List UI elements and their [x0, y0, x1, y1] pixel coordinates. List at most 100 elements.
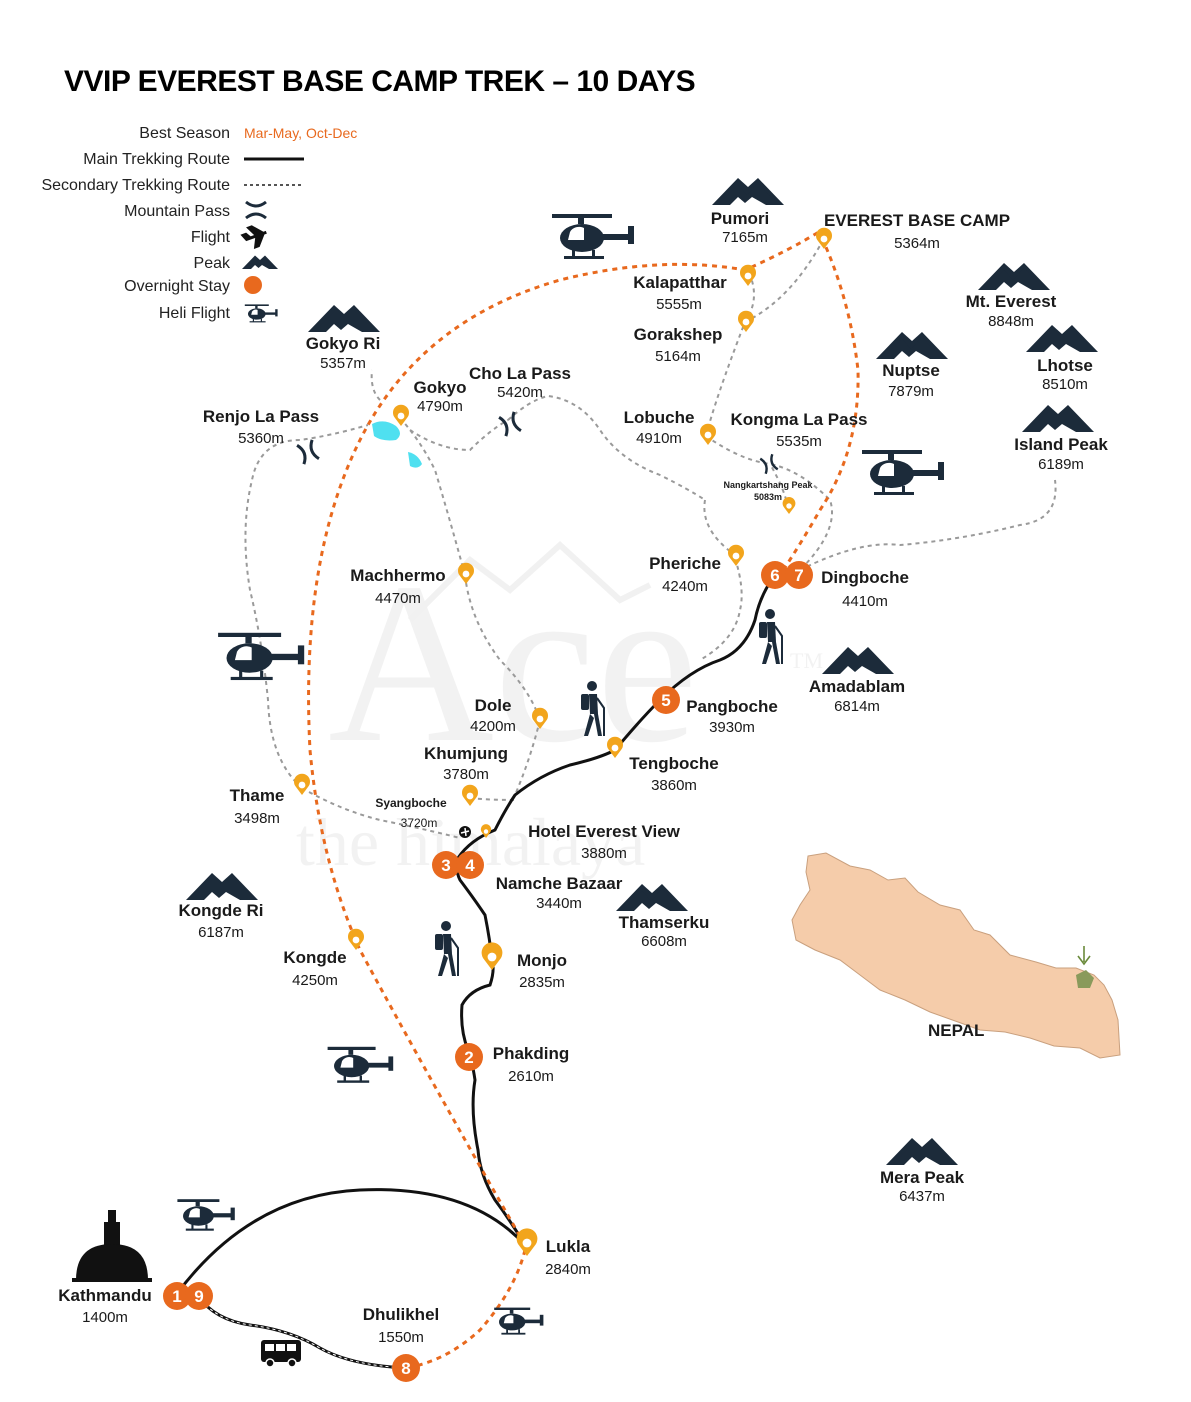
legend-heli-icon [244, 304, 278, 323]
cho-la-alt: 5420m [497, 384, 543, 401]
svg-text:3: 3 [441, 856, 450, 875]
amadablam-alt: 6814m [834, 698, 880, 715]
place-labels: Pumori 7165m EVEREST BASE CAMP 5364m Kal… [58, 209, 1108, 1346]
machhermo-name: Machhermo [350, 566, 445, 585]
heli-icon-kongde [327, 1046, 394, 1083]
svg-text:8: 8 [401, 1359, 410, 1378]
legend-overnight-label: Overnight Stay [124, 278, 230, 295]
svg-text:5: 5 [661, 691, 670, 710]
pangboche-alt: 3930m [709, 719, 755, 736]
gokyo-alt: 4790m [417, 398, 463, 415]
ebc-alt: 5364m [894, 235, 940, 252]
legend-plane-icon [240, 225, 267, 250]
heli-routes [307, 228, 860, 1370]
stay-badge-5: 5 [652, 686, 680, 714]
heli-icon-right [862, 450, 944, 495]
bus-icon [261, 1340, 301, 1368]
stay-badge-1: 1 [163, 1282, 191, 1310]
stupa-icon [72, 1210, 152, 1282]
khumjung-alt: 3780m [443, 766, 489, 783]
kongma-la-name: Kongma La Pass [731, 410, 868, 429]
phakding-name: Phakding [493, 1044, 570, 1063]
nuptse-peak-icon [876, 332, 948, 359]
svg-text:2: 2 [464, 1048, 473, 1067]
thamserku-alt: 6608m [641, 933, 687, 950]
hiker-icon-dingboche [758, 608, 783, 665]
airport-icon [459, 826, 471, 838]
gokyo-lake [372, 421, 400, 441]
legend: Best Season Mar-May, Oct-Dec Main Trekki… [41, 125, 357, 323]
nangkartshang-name: Nangkartshang Peak [723, 480, 813, 490]
everest-name: Mt. Everest [966, 292, 1057, 311]
nepal-label: NEPAL [928, 1021, 984, 1040]
stay-badge-3: 3 [432, 851, 460, 879]
lobuche-name: Lobuche [624, 408, 695, 427]
kongde-ri-alt: 6187m [198, 924, 244, 941]
pheriche-marker-icon [728, 539, 745, 566]
hotel-name: Hotel Everest View [528, 822, 681, 841]
pangboche-name: Pangboche [686, 697, 778, 716]
island-peak-name: Island Peak [1014, 435, 1108, 454]
lhotse-peak-icon [1026, 325, 1098, 352]
thame-name: Thame [230, 786, 285, 805]
dhulikhel-alt: 1550m [378, 1329, 424, 1346]
legend-best-season-label: Best Season [139, 125, 230, 142]
gokyo-lake-2 [408, 452, 422, 468]
pumori-name: Pumori [711, 209, 770, 228]
kongde-ri-peak-icon [186, 873, 258, 900]
renjo-la-name: Renjo La Pass [203, 407, 319, 426]
tengboche-alt: 3860m [651, 777, 697, 794]
cho-la-name: Cho La Pass [469, 364, 571, 383]
renjo-la-alt: 5360m [238, 430, 284, 447]
legend-overnight-icon [244, 276, 262, 294]
everest-alt: 8848m [988, 313, 1034, 330]
monjo-marker-icon [481, 934, 503, 970]
legend-peak-icon [242, 255, 278, 269]
region-arrow-icon [1077, 946, 1091, 966]
thame-marker-icon [294, 768, 311, 795]
kongma-la-pass-icon [759, 453, 779, 475]
page-title: VVIP EVEREST BASE CAMP TREK – 10 DAYS [64, 65, 695, 98]
monjo-alt: 2835m [519, 974, 565, 991]
legend-heli-label: Heli Flight [159, 305, 231, 322]
legend-main-route-label: Main Trekking Route [83, 151, 230, 168]
pheriche-alt: 4240m [662, 578, 708, 595]
dole-name: Dole [475, 696, 512, 715]
everest-peak-icon [978, 263, 1050, 290]
hotel-alt: 3880m [581, 845, 627, 862]
thamserku-peak-icon [616, 884, 688, 911]
nuptse-alt: 7879m [888, 383, 934, 400]
gorakshep-alt: 5164m [655, 348, 701, 365]
svg-text:9: 9 [194, 1287, 203, 1306]
dole-alt: 4200m [470, 718, 516, 735]
lobuche-alt: 4910m [636, 430, 682, 447]
machhermo-alt: 4470m [375, 590, 421, 607]
mera-peak-icon [886, 1138, 958, 1165]
heli-icon-ktm [177, 1199, 235, 1231]
gokyo-name: Gokyo [414, 378, 467, 397]
legend-best-season-value: Mar-May, Oct-Dec [244, 125, 357, 141]
gokyo-marker-icon [393, 399, 410, 426]
watermark-tm: TM [790, 648, 823, 673]
legend-flight-label: Flight [191, 229, 231, 246]
watermark-logo: Ace [328, 535, 698, 790]
pheriche-name: Pheriche [649, 554, 721, 573]
kathmandu-alt: 1400m [82, 1309, 128, 1326]
lukla-name: Lukla [546, 1237, 591, 1256]
island-peak-icon [1022, 405, 1094, 432]
stay-badge-9: 9 [185, 1282, 213, 1310]
legend-mountain-pass-label: Mountain Pass [124, 203, 230, 220]
gokyo-ri-name: Gokyo Ri [306, 334, 381, 353]
nangkartshang-alt: 5083m [754, 492, 782, 502]
heli-icon-top [552, 214, 634, 259]
kalapatthar-name: Kalapatthar [633, 273, 727, 292]
gorakshep-marker-icon [738, 305, 755, 332]
lhotse-alt: 8510m [1042, 376, 1088, 393]
lukla-marker-icon [516, 1220, 538, 1256]
dingboche-name: Dingboche [821, 568, 909, 587]
thamserku-name: Thamserku [619, 913, 710, 932]
heli-icon-dhulikhel [494, 1307, 544, 1335]
kalapatthar-marker-icon [740, 259, 757, 286]
namche-name: Namche Bazaar [496, 874, 623, 893]
